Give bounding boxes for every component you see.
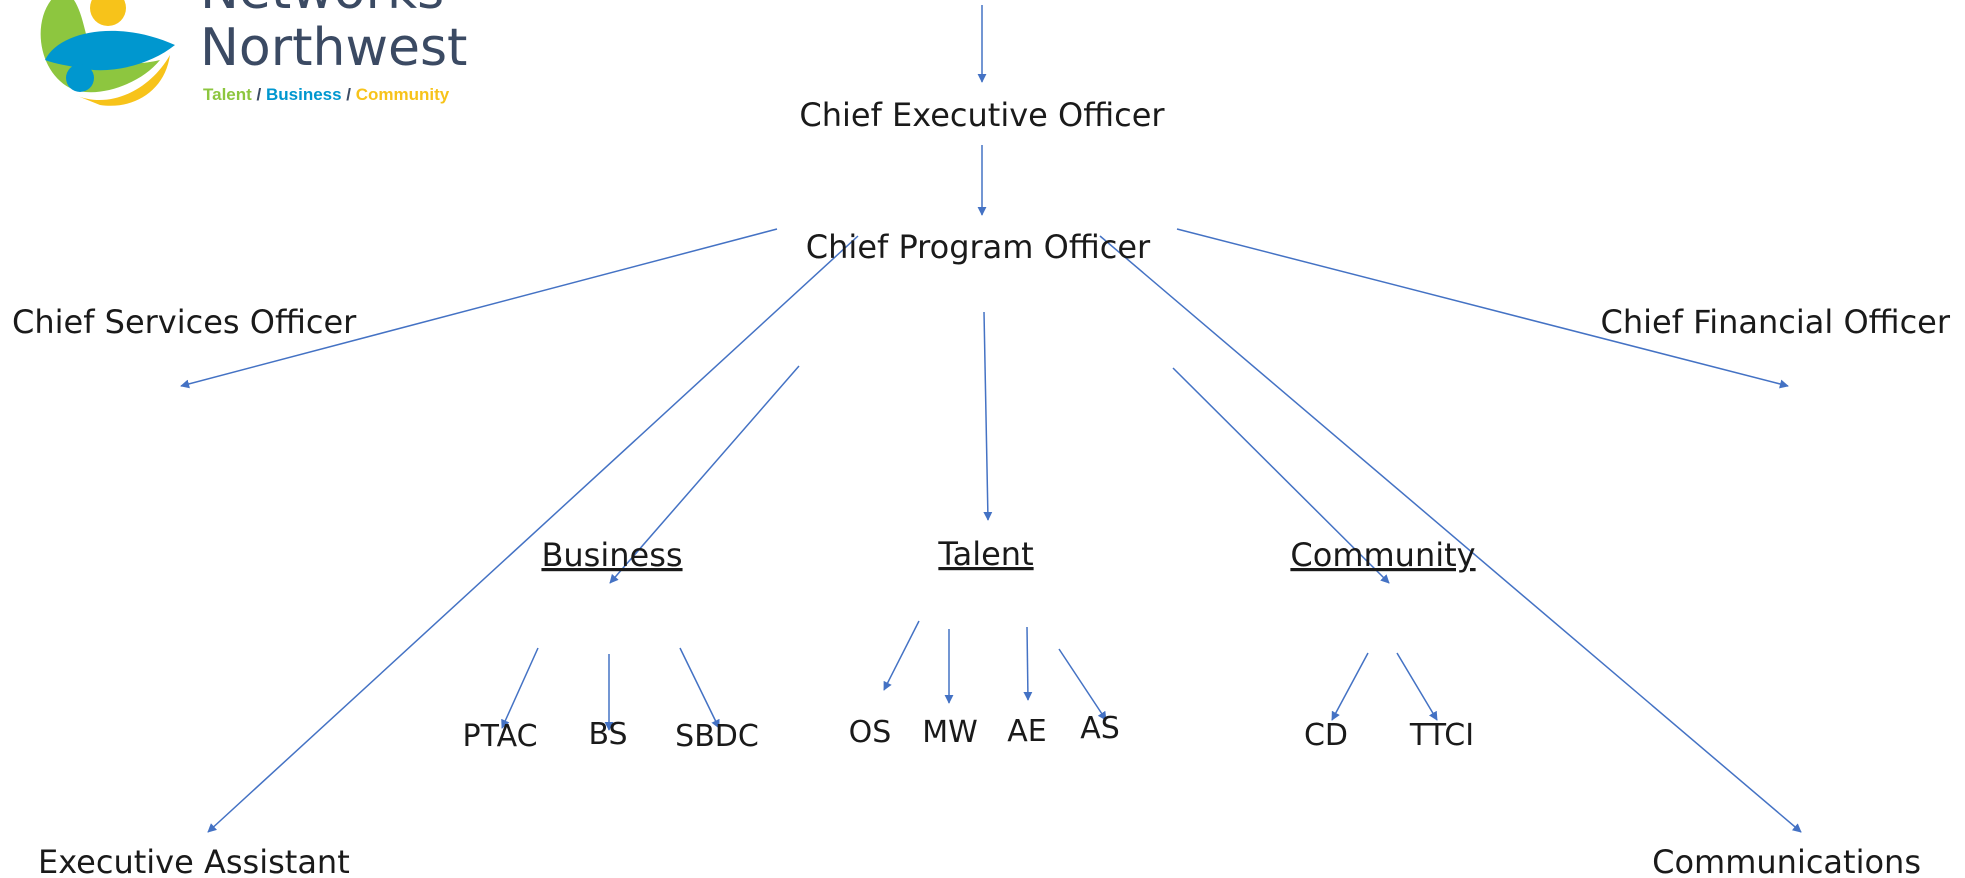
arrow-to-sbdc — [679, 647, 720, 729]
arrow-to-cd — [1331, 652, 1369, 721]
arrow-to-cfo — [1176, 228, 1789, 389]
tagline-business: Business — [266, 85, 342, 104]
node-communications: Communications — [1652, 843, 1921, 878]
arrow-to-ptac — [501, 647, 539, 729]
node-sbdc: SBDC — [675, 719, 759, 754]
arrow-to-as — [1058, 648, 1107, 721]
arrow-to-executive-assistant — [207, 235, 859, 833]
arrow-to-community — [1172, 367, 1390, 584]
arrow-to-cso — [180, 228, 778, 389]
logo: Networks Northwest Talent / Business / C… — [40, 0, 467, 106]
node-executive-assistant: Executive Assistant — [38, 843, 350, 878]
tagline-separator: / — [252, 85, 266, 104]
arrow-to-ae — [1023, 626, 1033, 701]
node-chief-financial-officer: Chief Financial Officer — [1601, 303, 1951, 341]
node-os: OS — [849, 715, 892, 750]
node-chief-program-officer: Chief Program Officer — [806, 228, 1151, 266]
org-nodes: Chief Executive Officer Chief Program Of… — [12, 96, 1951, 878]
logo-tagline: Talent / Business / Community — [203, 85, 450, 104]
node-ae: AE — [1007, 714, 1046, 749]
node-ttci: TTCI — [1409, 718, 1474, 753]
node-business: Business — [541, 536, 682, 574]
node-mw: MW — [922, 715, 978, 750]
arrow-to-communications — [1099, 235, 1802, 833]
connector-arrows — [180, 5, 1802, 833]
arrow-to-ttci — [1396, 652, 1438, 721]
node-cd: CD — [1304, 718, 1348, 753]
logo-name-line1: Networks — [200, 0, 444, 21]
arrow-to-talent — [983, 311, 993, 521]
node-chief-executive-officer: Chief Executive Officer — [799, 96, 1165, 134]
arrow-to-business — [609, 365, 800, 584]
tagline-separator: / — [342, 85, 356, 104]
node-bs: BS — [588, 717, 627, 752]
logo-mark-icon — [40, 0, 175, 106]
node-as: AS — [1080, 711, 1120, 746]
node-community: Community — [1290, 536, 1475, 574]
node-talent: Talent — [937, 535, 1033, 573]
tagline-community: Community — [356, 85, 450, 104]
node-ptac: PTAC — [462, 719, 537, 754]
arrow-to-os — [883, 620, 920, 691]
node-chief-services-officer: Chief Services Officer — [12, 303, 357, 341]
logo-name-line2: Northwest — [200, 18, 467, 78]
tagline-talent: Talent — [203, 85, 252, 104]
